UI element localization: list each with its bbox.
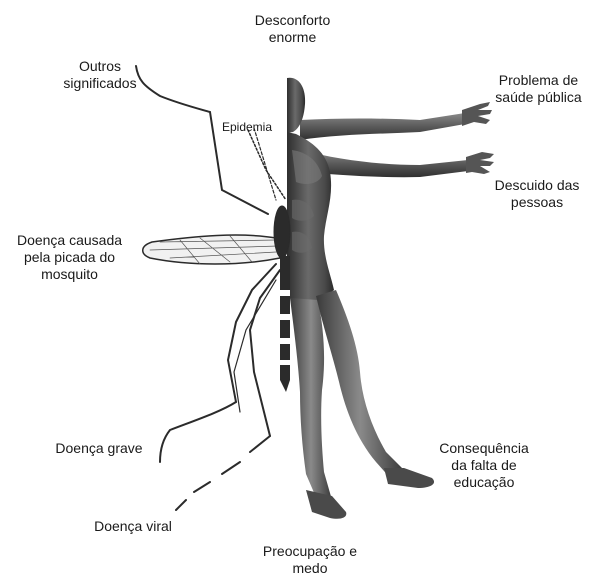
- label-preocupacao-medo: Preocupação e medo: [240, 543, 380, 575]
- label-outros-significados: Outros significados: [40, 58, 160, 92]
- label-desconforto-enorme: Desconforto enorme: [225, 12, 360, 46]
- label-descuido-pessoas: Descuido das pessoas: [487, 177, 587, 211]
- label-doenca-grave: Doença grave: [44, 440, 154, 457]
- label-problema-saude-publica: Problema de saúde pública: [486, 72, 591, 106]
- label-doenca-causada: Doença causada pela picada do mosquito: [2, 232, 137, 283]
- label-epidemia: Epidemia: [212, 120, 282, 134]
- label-doenca-viral: Doença viral: [78, 518, 188, 535]
- label-consequencia-educacao: Consequência da falta de educação: [424, 440, 544, 491]
